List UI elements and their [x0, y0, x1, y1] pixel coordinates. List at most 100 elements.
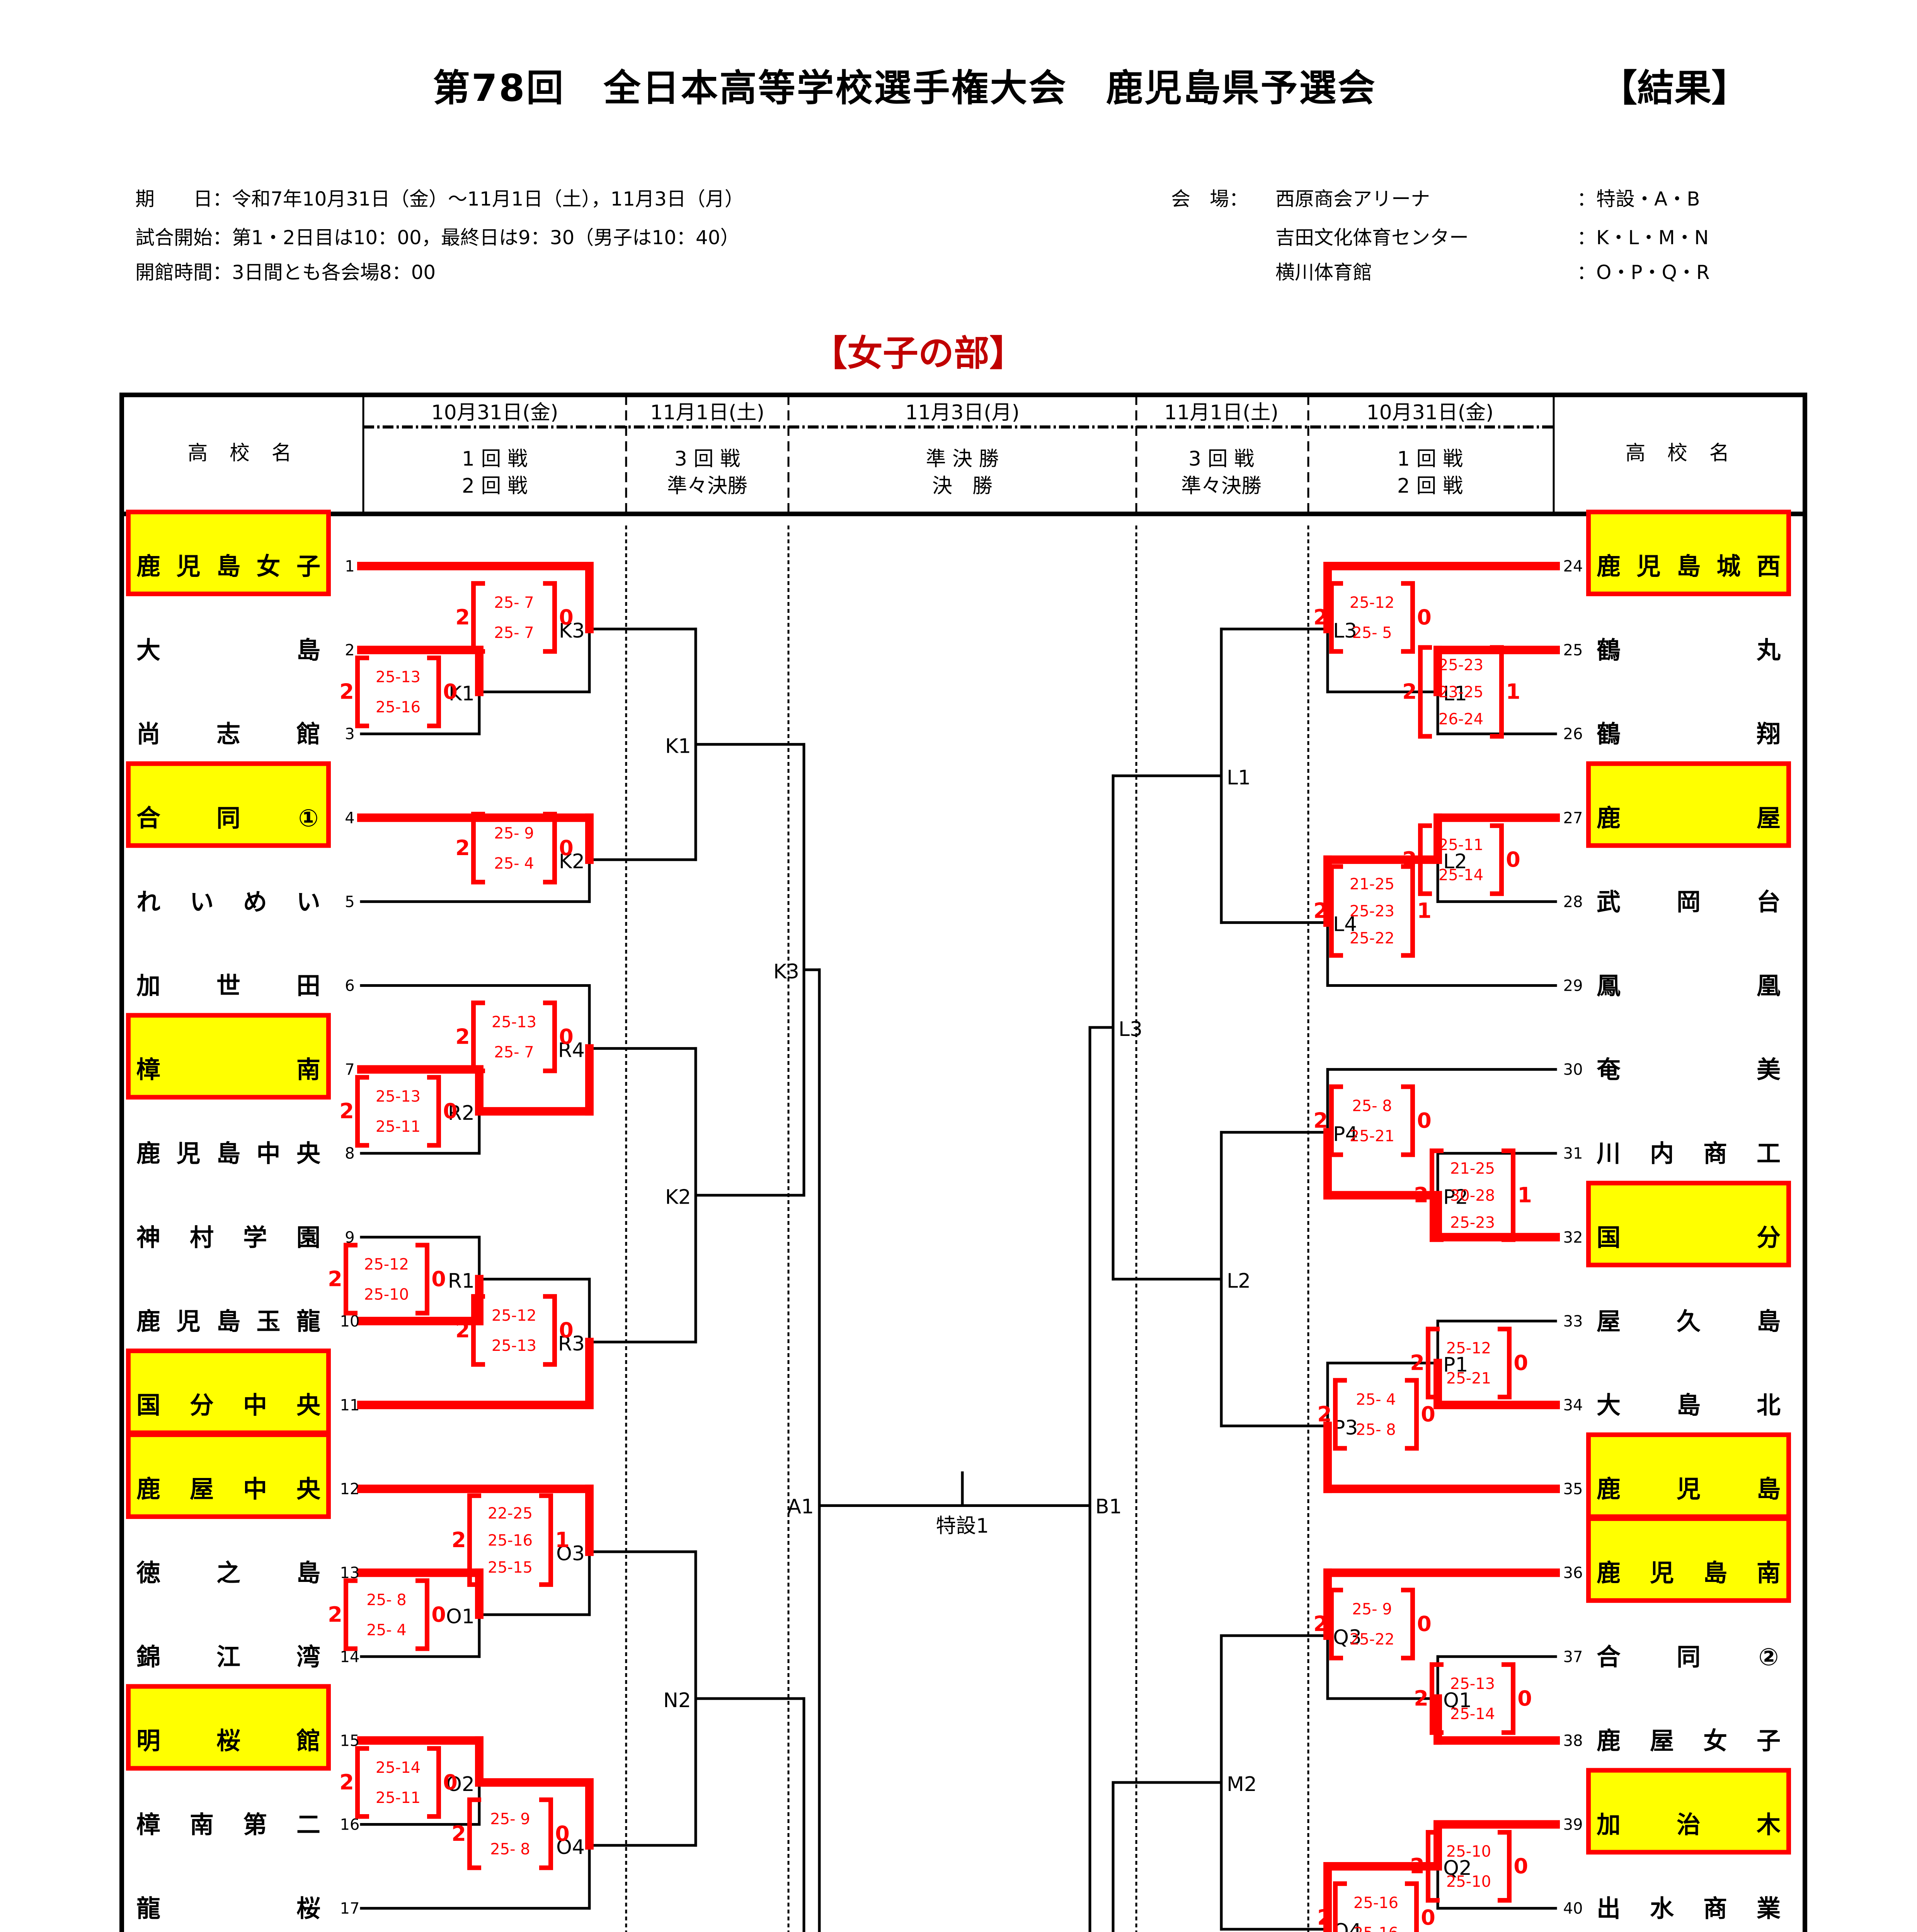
- bracket-frame: [119, 393, 1807, 1932]
- team-name-char: 錦: [136, 1643, 160, 1671]
- score-bracket-left: [1418, 823, 1432, 896]
- header-round: 準 決 勝: [926, 447, 999, 471]
- score-bracket-right: [1401, 581, 1415, 654]
- set-score: 25- 4: [366, 1621, 407, 1639]
- seed-number: 7: [345, 1061, 354, 1079]
- seed-number: 26: [1563, 725, 1583, 743]
- team-name-char: 業: [1757, 1895, 1781, 1923]
- score-bracket-left: [1430, 1148, 1444, 1242]
- seed-number: 38: [1563, 1732, 1583, 1750]
- seed-number: 40: [1563, 1900, 1583, 1918]
- winner-sets: 2: [1414, 1183, 1428, 1207]
- score-bracket-left: [1333, 1881, 1347, 1932]
- seed-number: 1: [345, 558, 354, 575]
- seed-number: 3: [345, 725, 354, 743]
- set-score: 25-21: [1350, 1127, 1394, 1145]
- set-score: 30-28: [1450, 1187, 1495, 1204]
- header-round: 3 回 戦: [1188, 447, 1254, 471]
- team-name-char: 大: [1597, 1391, 1621, 1419]
- team-name-char: 園: [296, 1223, 320, 1252]
- seed-number: 12: [340, 1480, 360, 1498]
- seed-number: 16: [340, 1816, 360, 1834]
- team-name-char: 鹿: [136, 1307, 160, 1335]
- set-score: 21-25: [1350, 876, 1394, 893]
- match-id-L4: L4: [1333, 913, 1357, 936]
- set-score: 25-14: [1450, 1705, 1495, 1723]
- advanced-team-box: [1586, 761, 1791, 848]
- score-bracket-left: [471, 1000, 485, 1073]
- loser-sets: 0: [555, 1821, 570, 1846]
- winner-sets: 2: [1313, 1612, 1328, 1636]
- team-name-char: 之: [216, 1559, 240, 1587]
- seed-number: 31: [1563, 1145, 1583, 1163]
- team-name-char: 北: [1757, 1391, 1781, 1419]
- match-id-O3: O3: [556, 1542, 585, 1565]
- team-name-char: 学: [243, 1223, 267, 1252]
- header-round: 1 回 戦: [462, 447, 528, 471]
- set-score: 25-10: [1446, 1843, 1491, 1861]
- team-name-char: 島: [1677, 1391, 1701, 1419]
- team-name-char: 島: [296, 636, 320, 664]
- set-score: 25-13: [492, 1013, 536, 1031]
- team-name-char: 鶴: [1597, 720, 1621, 748]
- loser-sets: 0: [1514, 1350, 1528, 1375]
- score-bracket-right: [1490, 823, 1504, 896]
- set-score: 25- 9: [1352, 1600, 1392, 1618]
- seed-number: 30: [1563, 1061, 1583, 1079]
- score-bracket-right: [543, 811, 557, 884]
- header-round: 1 回 戦: [1397, 447, 1463, 471]
- match-id-N2: N2: [663, 1689, 691, 1712]
- winner-sets: 2: [1410, 1350, 1425, 1375]
- team-name-char: 鶴: [1597, 636, 1621, 664]
- loser-sets: 0: [559, 605, 574, 629]
- score-bracket-left: [1333, 1378, 1347, 1451]
- team-name-char: い: [296, 888, 320, 916]
- score-bracket-right: [543, 581, 557, 654]
- score-bracket-left: [1426, 1327, 1440, 1400]
- header-school-name: 高 校 名: [1625, 442, 1737, 465]
- winner-sets: 2: [1410, 1854, 1425, 1878]
- team-name-char: 西: [1757, 552, 1781, 580]
- match-id-O4: O4: [556, 1836, 585, 1859]
- score-bracket-left: [1329, 1588, 1343, 1661]
- header-round: 2 回 戦: [1397, 474, 1463, 498]
- seed-number: 10: [340, 1313, 360, 1330]
- set-score: 25-14: [1439, 866, 1483, 884]
- score-bracket-right: [427, 1075, 441, 1148]
- score-bracket-left: [1426, 1830, 1440, 1903]
- set-score: 25-13: [376, 668, 421, 686]
- set-score: 26-24: [1439, 711, 1483, 728]
- venue-courts: ：O・P・Q・R: [1577, 261, 1710, 284]
- venue-courts: ：特設・A・B: [1577, 188, 1700, 210]
- seed-number: 34: [1563, 1396, 1583, 1414]
- header-date: 10月31日(金): [1367, 401, 1494, 424]
- team-name-char: 屋: [1650, 1726, 1674, 1755]
- set-score: 25-11: [376, 1789, 421, 1807]
- team-name-char: 央: [296, 1391, 321, 1419]
- team-name-char: 加: [1597, 1811, 1621, 1839]
- loser-sets: 0: [443, 1099, 458, 1123]
- team-name-char: 同: [1677, 1643, 1701, 1671]
- score-bracket-right: [1405, 1881, 1419, 1932]
- seed-number: 25: [1563, 641, 1583, 659]
- venue-name: 西原商会アリーナ: [1275, 188, 1430, 210]
- seed-number: 28: [1563, 893, 1583, 911]
- set-score: 25- 5: [1352, 624, 1392, 642]
- team-name-char: 児: [1650, 1559, 1674, 1587]
- seed-number: 36: [1563, 1564, 1583, 1582]
- team-name-char: 南: [1757, 1559, 1781, 1587]
- loser-sets: 0: [1417, 1612, 1432, 1636]
- seed-number: 27: [1563, 809, 1583, 827]
- header-round: 決 勝: [932, 474, 993, 498]
- team-name-char: 商: [1703, 1895, 1727, 1923]
- set-score: 25-13: [376, 1088, 421, 1105]
- team-name-char: 桜: [296, 1895, 320, 1923]
- team-name-char: 第: [243, 1811, 267, 1839]
